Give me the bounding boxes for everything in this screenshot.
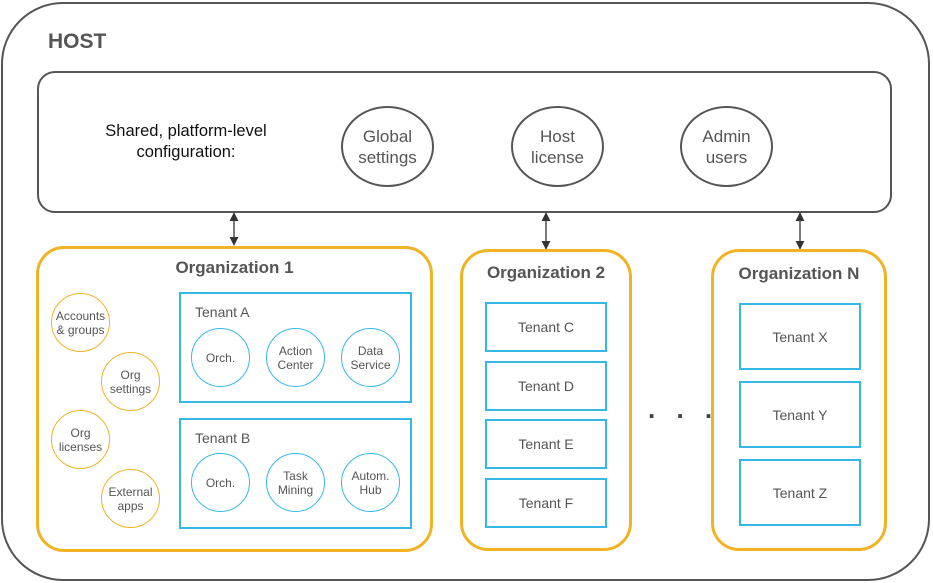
global-settings-node: Global settings bbox=[341, 106, 434, 187]
tenant-b-automation-hub-node: Autom. Hub bbox=[341, 453, 400, 512]
external-apps-node: External apps bbox=[101, 469, 160, 528]
tenant-x-box: Tenant X bbox=[739, 303, 861, 370]
tenant-c-box: Tenant C bbox=[485, 302, 607, 352]
tenant-b-label: Tenant B bbox=[195, 430, 251, 446]
tenant-b-box bbox=[179, 418, 412, 529]
tenant-a-label: Tenant A bbox=[195, 304, 250, 320]
host-license-node: Host license bbox=[511, 106, 604, 187]
tenant-z-box: Tenant Z bbox=[739, 459, 861, 526]
more-organizations-ellipsis: . . . bbox=[648, 394, 720, 424]
host-label: HOST bbox=[48, 30, 107, 53]
tenant-f-box: Tenant F bbox=[485, 478, 607, 528]
tenant-a-action-center-node: Action Center bbox=[266, 328, 325, 387]
org-licenses-node: Org licenses bbox=[51, 410, 110, 469]
tenant-a-orchestrator-node: Orch. bbox=[191, 328, 250, 387]
tenant-b-task-mining-node: Task Mining bbox=[266, 453, 325, 512]
org-settings-node: Org settings bbox=[101, 352, 160, 411]
tenant-y-box: Tenant Y bbox=[739, 381, 861, 448]
organization-1-title: Organization 1 bbox=[175, 258, 294, 277]
organization-2-box bbox=[460, 249, 632, 551]
shared-config-box bbox=[37, 71, 892, 213]
shared-config-label: Shared, platform-level configuration: bbox=[105, 122, 267, 161]
tenant-b-orchestrator-node: Orch. bbox=[191, 453, 250, 512]
organization-n-title: Organization N bbox=[738, 264, 860, 283]
tenant-e-box: Tenant E bbox=[485, 419, 607, 469]
admin-users-node: Admin users bbox=[680, 106, 773, 187]
organization-2-title: Organization 2 bbox=[486, 263, 606, 282]
tenant-a-data-service-node: Data Service bbox=[341, 328, 400, 387]
accounts-groups-node: Accounts & groups bbox=[51, 293, 110, 352]
tenant-d-box: Tenant D bbox=[485, 361, 607, 411]
tenant-a-box bbox=[179, 292, 412, 403]
organization-1-box bbox=[36, 246, 433, 552]
organization-n-box bbox=[711, 249, 887, 551]
